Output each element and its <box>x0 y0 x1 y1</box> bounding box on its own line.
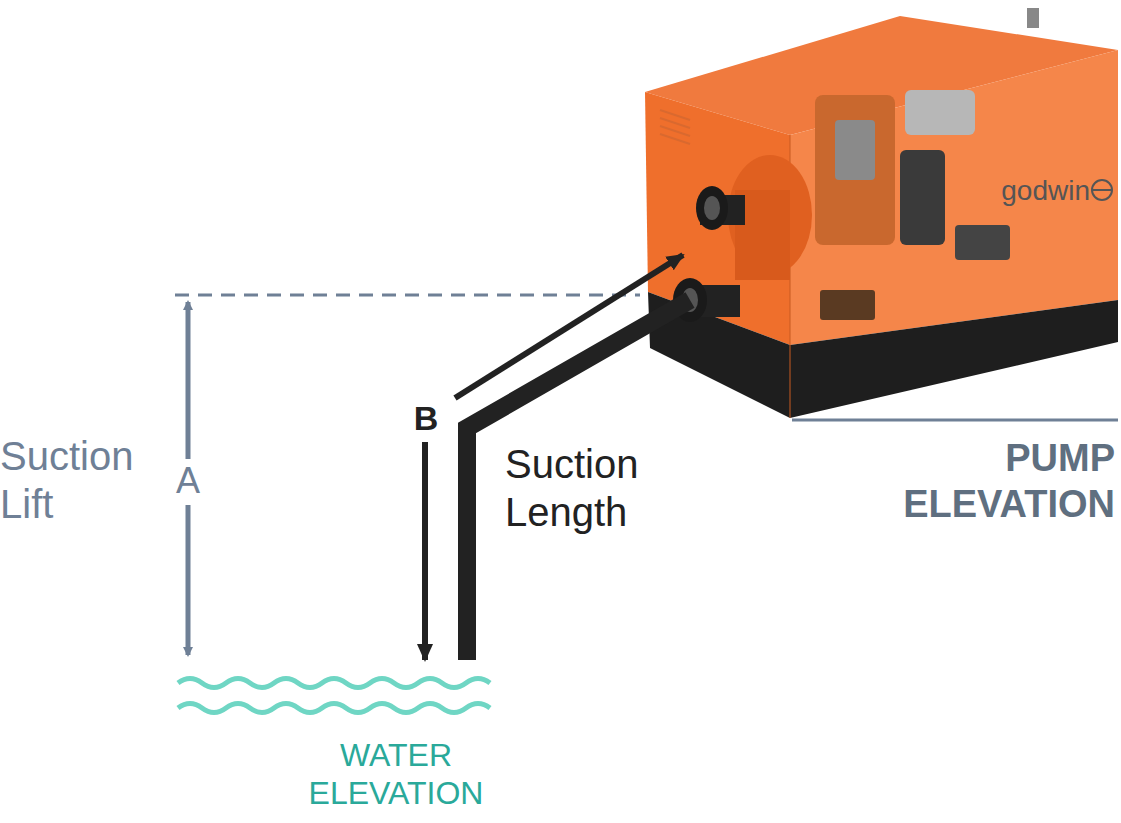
pump-elevation-line <box>792 419 1118 422</box>
elevation-label: WATER ELEVATION <box>296 736 496 813</box>
callout-letter: A <box>173 459 203 502</box>
length-arrow <box>455 255 683 398</box>
dimension-arrow <box>186 302 191 460</box>
suction-hose <box>467 300 690 660</box>
water-wave <box>178 679 490 688</box>
logo-globe <box>1092 180 1112 200</box>
dashed-reference <box>175 294 640 297</box>
length-arrow <box>422 442 428 660</box>
dimension-label: Suction Length <box>505 440 685 536</box>
pump-unit <box>645 8 1118 418</box>
water-wave <box>178 704 490 713</box>
elevation-label: PUMP ELEVATION <box>880 436 1115 527</box>
dimension-arrow <box>186 505 191 655</box>
brand-logo: godwin <box>985 174 1090 208</box>
dimension-label: Suction Lift <box>0 432 165 528</box>
callout-letter: B <box>411 398 441 439</box>
